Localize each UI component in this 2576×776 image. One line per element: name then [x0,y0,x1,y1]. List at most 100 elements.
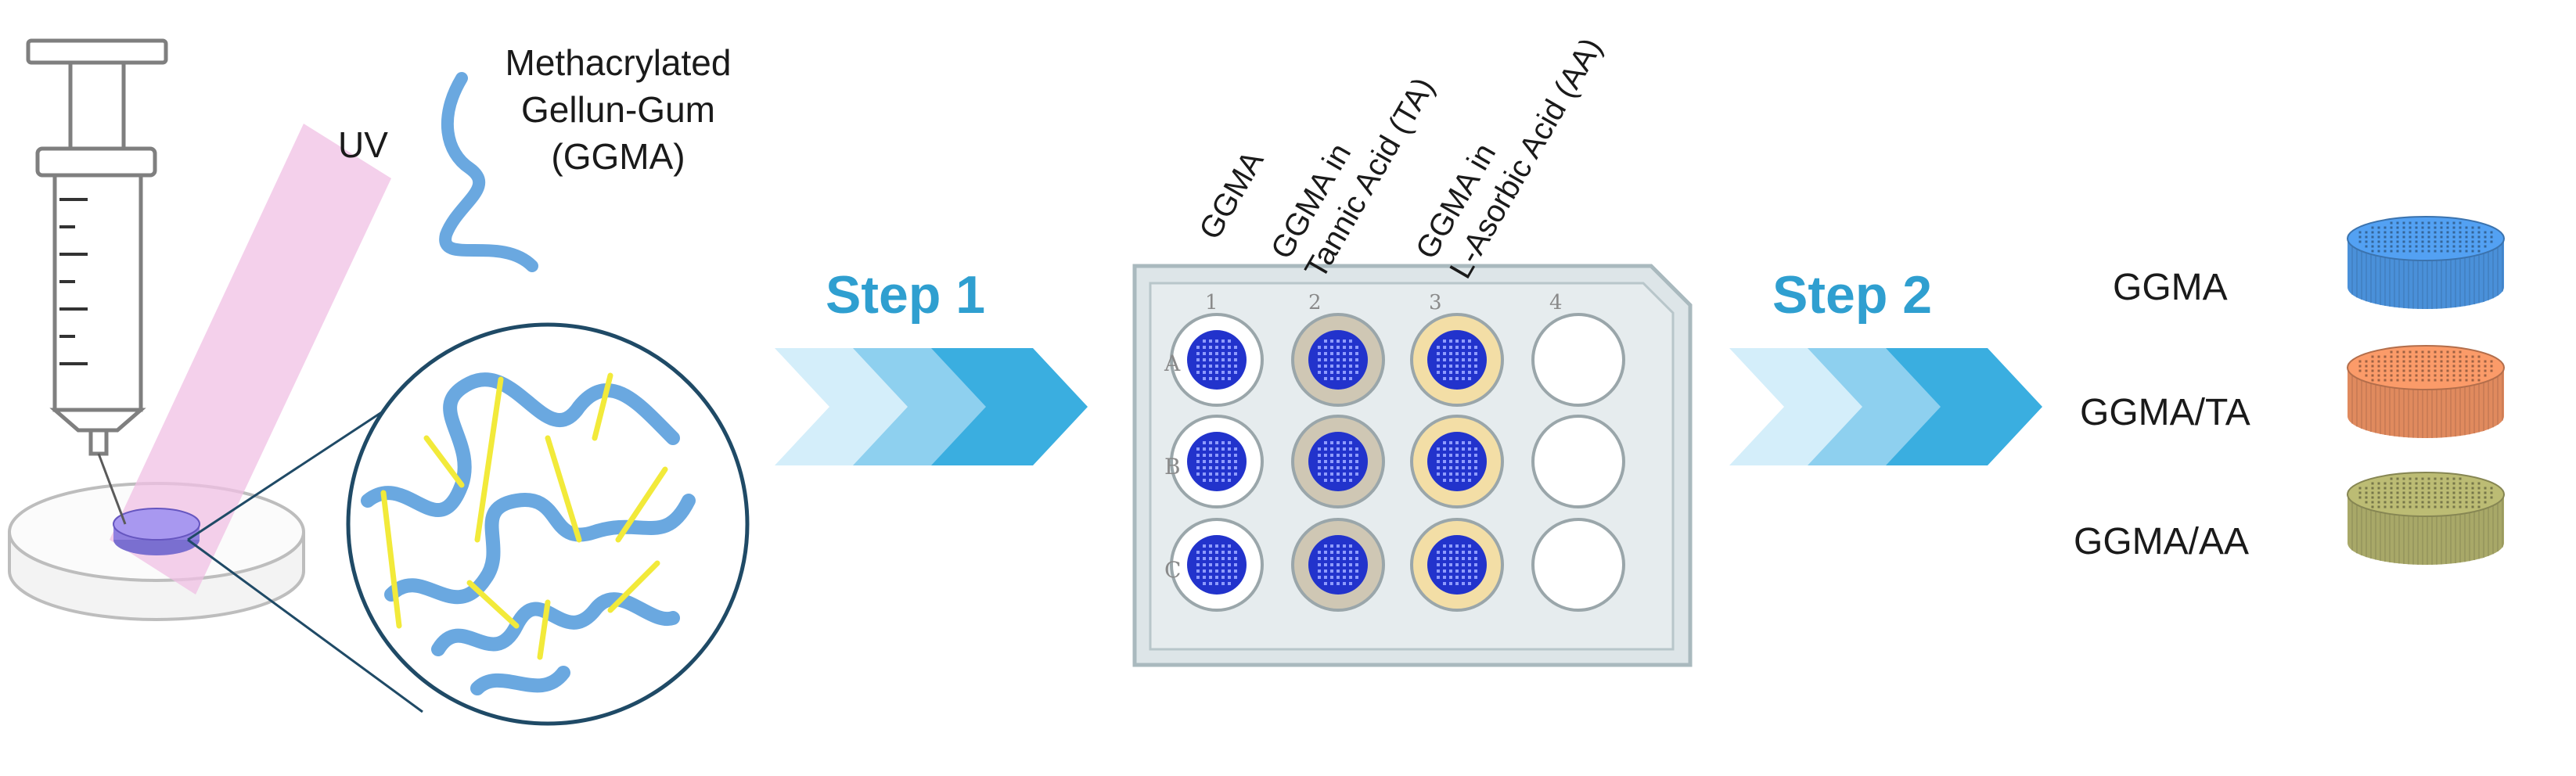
scaffold-mesh-dot [2396,374,2399,377]
well-mesh-dot [1234,466,1237,469]
scaffold-mesh-dot [2421,482,2424,485]
well-mesh-dot [1455,460,1459,463]
scaffold-mesh-dot [2415,379,2418,382]
scaffold-mesh-dot [2465,379,2468,382]
scaffold-mesh-dot [2465,491,2468,494]
well-mesh-dot [1215,551,1218,554]
scaffold-mesh-dot [2409,250,2412,253]
scaffold-mesh-dot [2409,487,2412,490]
scaffold-mesh-dot [2371,496,2374,499]
well-mesh-dot [1437,569,1440,573]
well-mesh-dot [1234,557,1237,560]
scaffold-mesh-dot [2384,491,2387,494]
well-mesh-dot [1209,371,1212,374]
scaffold-mesh-dot [2402,235,2405,239]
well-mesh-dot [1228,352,1231,355]
scaffold-mesh-dot [2402,374,2405,377]
scaffold-mesh-dot [2384,374,2387,377]
scaffold-mesh-dot [2446,365,2449,368]
well-mesh-dot [1468,544,1471,548]
scaffold-mesh-dot [2371,365,2374,368]
scaffold-mesh-dot [2427,240,2430,243]
well-mesh-dot [1209,563,1212,566]
well-mesh-dot [1209,365,1212,368]
well-mesh-dot [1468,576,1471,579]
well-mesh-dot [1355,472,1358,476]
scaffold-mesh-dot [2471,487,2474,490]
scaffold-mesh-dot [2446,355,2449,358]
scaffold-mesh-dot [2440,360,2443,363]
well-mesh-dot [1455,441,1459,444]
scaffold-mesh-dot [2409,360,2412,363]
well-mesh-dot [1196,365,1200,368]
well-mesh-dot [1437,371,1440,374]
well-mesh-dot [1203,352,1206,355]
well-mesh-dot [1468,479,1471,482]
scaffold-mesh-dot [2465,505,2468,508]
well-mesh-dot [1455,340,1459,343]
scaffold-mesh-dot [2409,355,2412,358]
scaffold-mesh-dot [2421,240,2424,243]
scaffold-mesh-dot [2446,374,2449,377]
well-mesh-dot [1203,340,1206,343]
well-mesh-dot [1330,563,1333,566]
well-mesh-dot [1203,551,1206,554]
scaffold-mesh-dot [2421,477,2424,480]
scaffold-mesh-dot [2484,496,2487,499]
well-mesh-dot [1234,576,1237,579]
scaffold-mesh-dot [2377,379,2380,382]
well-mesh-dot [1221,563,1225,566]
product-label-ggma-ta: GGMA/TA [2080,392,2250,433]
scaffold-mesh-dot [2402,369,2405,372]
well-mesh-dot [1455,352,1459,355]
well-mesh-dot [1455,377,1459,380]
well-mesh-dot [1221,544,1225,548]
scaffold-mesh-dot [2365,245,2368,248]
scaffold-mesh-dot [2371,501,2374,504]
scaffold-mesh-dot [2384,369,2387,372]
scaffold-mesh-dot [2371,226,2374,229]
well-mesh-dot [1337,557,1340,560]
scaffold-mesh-dot [2421,350,2424,354]
scaffold-mesh-dot [2477,501,2481,504]
scaffold-mesh-dot [2427,501,2430,504]
well-mesh-dot [1337,569,1340,573]
scaffold-mesh-dot [2452,245,2455,248]
well-mesh-dot [1196,346,1200,349]
well-mesh-dot [1215,479,1218,482]
scaffold-mesh-dot [2415,350,2418,354]
well-mesh-dot [1349,569,1352,573]
plate-column-number: 4 [1549,291,1563,314]
scaffold-mesh-dot [2484,231,2487,234]
scaffold-mesh-dot [2371,369,2374,372]
well-mesh-dot [1196,472,1200,476]
well-mesh-dot [1443,352,1446,355]
scaffold-mesh-dot [2409,369,2412,372]
well-mesh-dot [1349,340,1352,343]
well-mesh-dot [1221,460,1225,463]
scaffold-mesh-dot [2384,226,2387,229]
well-mesh-dot [1209,340,1212,343]
scaffold-mesh-dot [2440,221,2443,225]
scaffold-mesh-dot [2490,360,2493,363]
scaffold-mesh-dot [2396,369,2399,372]
scaffold-disc-top [2347,216,2505,261]
scaffold-mesh-dot [2459,235,2462,239]
scaffold-mesh-dot [2396,226,2399,229]
well-mesh-dot [1349,454,1352,457]
scaffold-mesh-dot [2377,240,2380,243]
scaffold-mesh-dot [2396,360,2399,363]
scaffold-mesh-dot [2365,365,2368,368]
well-mesh-dot [1203,377,1206,380]
well-mesh-dot [1455,563,1459,566]
well-mesh-dot [1462,563,1465,566]
scaffold-mesh-dot [2446,379,2449,382]
scaffold-mesh-dot [2465,245,2468,248]
scaffold-mesh-dot [2365,501,2368,504]
well-mesh-dot [1343,460,1346,463]
well-mesh-dot [1324,551,1327,554]
polymer-title-line2: Gellun-Gum [521,89,715,130]
scaffold-mesh-dot [2490,365,2493,368]
scaffold-mesh-dot [2427,231,2430,234]
well-mesh-dot [1324,371,1327,374]
